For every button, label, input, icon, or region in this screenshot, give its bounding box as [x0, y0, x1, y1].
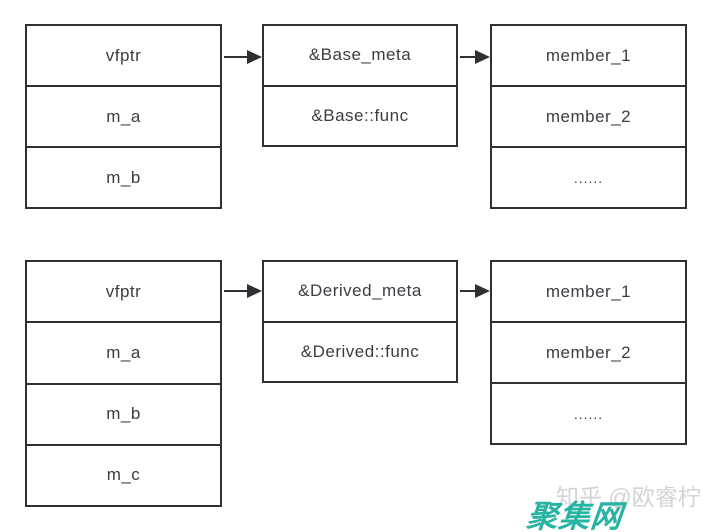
arrow-shaft	[460, 290, 475, 292]
derived-vfptr-to-vtable-arrow-icon	[224, 284, 262, 298]
derived-member-2: member_2	[492, 321, 685, 382]
arrow-head	[475, 284, 490, 298]
site-logo-watermark: 聚集网	[524, 499, 625, 532]
arrow-shaft	[460, 56, 475, 58]
arrow-head	[475, 50, 490, 64]
derived-member-1: member_1	[545, 281, 632, 301]
base-cell-m-b: m_b	[27, 146, 220, 207]
arrow-shaft	[224, 56, 247, 58]
base-vtable-box: &Base_meta &Base::func	[262, 24, 458, 147]
base-member-box: member_1 member_2 ......	[490, 24, 687, 209]
derived-vtable-meta: &Derived_meta	[298, 281, 422, 301]
derived-cell-m-c: m_c	[27, 443, 220, 505]
derived-member-box: member_1 member_2 ......	[490, 260, 687, 445]
derived-vtable-to-members-arrow-icon	[460, 284, 490, 298]
derived-cell-m-b: m_b	[27, 382, 220, 444]
base-vtable-to-members-arrow-icon	[460, 50, 490, 64]
derived-cell-vfptr: vfptr	[105, 281, 142, 301]
base-vtable-func: &Base::func	[264, 84, 456, 146]
arrow-head	[247, 50, 262, 64]
derived-object-box: vfptr m_a m_b m_c	[25, 260, 222, 507]
derived-member-ellipsis: ......	[492, 382, 685, 443]
base-cell-vfptr: vfptr	[105, 45, 142, 65]
base-member-2: member_2	[492, 85, 685, 146]
author-watermark: 知乎 @欧睿柠	[556, 484, 701, 510]
arrow-shaft	[224, 290, 247, 292]
base-cell-m-a: m_a	[27, 85, 220, 146]
base-member-1: member_1	[545, 45, 632, 65]
base-object-box: vfptr m_a m_b	[25, 24, 222, 209]
derived-cell-m-a: m_a	[27, 321, 220, 382]
derived-vtable-box: &Derived_meta &Derived::func	[262, 260, 458, 383]
base-member-ellipsis: ......	[492, 146, 685, 207]
base-vfptr-to-vtable-arrow-icon	[224, 50, 262, 64]
arrow-head	[247, 284, 262, 298]
derived-vtable-func: &Derived::func	[264, 320, 456, 382]
base-vtable-meta: &Base_meta	[308, 45, 412, 65]
